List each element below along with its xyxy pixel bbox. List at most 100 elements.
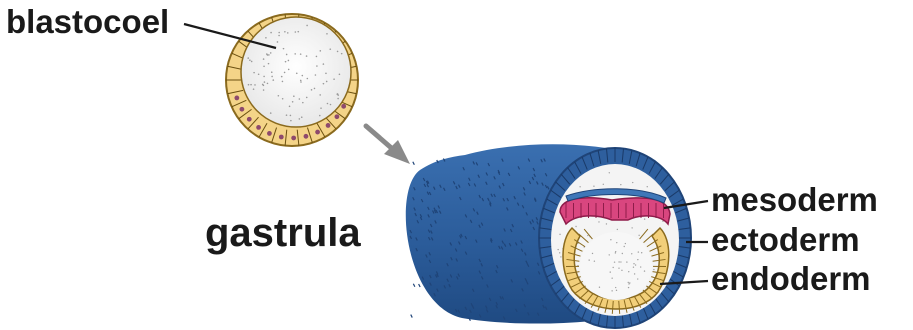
speckle	[575, 226, 576, 227]
gastrula	[406, 144, 691, 328]
speckle	[278, 35, 280, 37]
speckle	[620, 261, 621, 262]
speckle	[263, 76, 265, 78]
speckle	[612, 267, 613, 268]
blastula-nucleus	[304, 134, 309, 139]
speckle	[290, 115, 292, 117]
speckle	[598, 221, 599, 222]
speckle	[264, 81, 266, 83]
speckle	[615, 251, 616, 252]
speckle	[603, 184, 604, 185]
tube-texture-mark	[413, 162, 415, 165]
speckle	[297, 31, 299, 33]
speckle	[579, 186, 580, 187]
speckle	[247, 57, 249, 59]
speckle	[286, 114, 288, 116]
speckle	[632, 182, 633, 183]
speckle	[282, 98, 284, 100]
speckle	[278, 32, 280, 34]
stage-arrow	[366, 126, 410, 164]
speckle	[644, 270, 645, 271]
speckle	[617, 229, 618, 230]
speckle	[620, 184, 621, 185]
blastocoel-cavity	[241, 17, 351, 127]
speckle	[616, 242, 617, 243]
speckle	[615, 287, 616, 288]
speckle	[626, 261, 627, 262]
speckle	[299, 118, 301, 120]
speckle	[288, 69, 290, 71]
speckle	[337, 98, 339, 100]
speckle	[292, 101, 294, 103]
speckle	[289, 106, 291, 108]
speckle	[647, 186, 648, 187]
speckle	[611, 290, 612, 291]
speckle	[638, 235, 639, 236]
blastula-nucleus	[326, 123, 331, 128]
speckle	[263, 58, 265, 60]
speckle	[288, 60, 290, 62]
speckle	[270, 112, 272, 114]
speckle	[593, 186, 594, 187]
speckle	[285, 61, 287, 63]
speckle	[296, 72, 298, 74]
speckle	[302, 102, 304, 104]
speckle	[339, 74, 341, 76]
blastula-nucleus	[335, 114, 340, 119]
speckle	[265, 37, 267, 39]
speckle	[330, 104, 332, 106]
speckle	[314, 88, 316, 90]
blastula-nucleus	[240, 107, 245, 112]
speckle	[653, 269, 654, 270]
speckle	[319, 115, 321, 117]
speckle	[258, 73, 260, 75]
speckle	[611, 277, 612, 278]
blastula-nucleus	[279, 135, 284, 140]
speckle	[559, 252, 560, 253]
speckle	[306, 97, 308, 99]
speckle	[628, 271, 629, 272]
speckle	[251, 61, 253, 63]
speckle	[594, 260, 595, 261]
blastula-nucleus	[341, 104, 346, 109]
speckle	[622, 253, 623, 254]
speckle	[300, 81, 302, 83]
speckle	[319, 94, 321, 96]
speckle	[315, 74, 317, 76]
speckle	[263, 89, 265, 91]
speckle	[270, 52, 272, 54]
speckle	[268, 63, 270, 65]
tube-texture-mark	[413, 284, 415, 287]
blastula-nucleus	[315, 130, 320, 135]
tube-texture-mark	[419, 284, 421, 287]
speckle	[625, 243, 626, 244]
speckle	[633, 263, 634, 264]
speckle	[631, 253, 632, 254]
speckle	[628, 287, 629, 288]
speckle	[282, 81, 284, 83]
archenteron-cavity	[580, 232, 652, 300]
speckle	[272, 79, 274, 81]
speckle	[616, 290, 617, 291]
speckle	[323, 83, 325, 85]
speckle	[631, 227, 632, 228]
speckle	[290, 120, 292, 122]
speckle	[281, 76, 283, 78]
speckle	[634, 273, 635, 274]
speckle	[615, 252, 616, 253]
speckle	[618, 261, 619, 262]
speckle	[254, 84, 256, 86]
speckle	[295, 31, 297, 33]
speckle	[267, 83, 269, 85]
speckle	[606, 223, 607, 224]
speckle	[599, 287, 600, 288]
speckle	[271, 71, 273, 73]
speckle	[637, 278, 638, 279]
speckle	[307, 78, 309, 80]
blastula-nucleus	[256, 125, 261, 130]
blastula-nucleus	[291, 136, 296, 141]
speckle	[277, 41, 279, 43]
speckle	[560, 256, 561, 257]
speckle	[633, 266, 634, 267]
speckle	[248, 84, 250, 86]
